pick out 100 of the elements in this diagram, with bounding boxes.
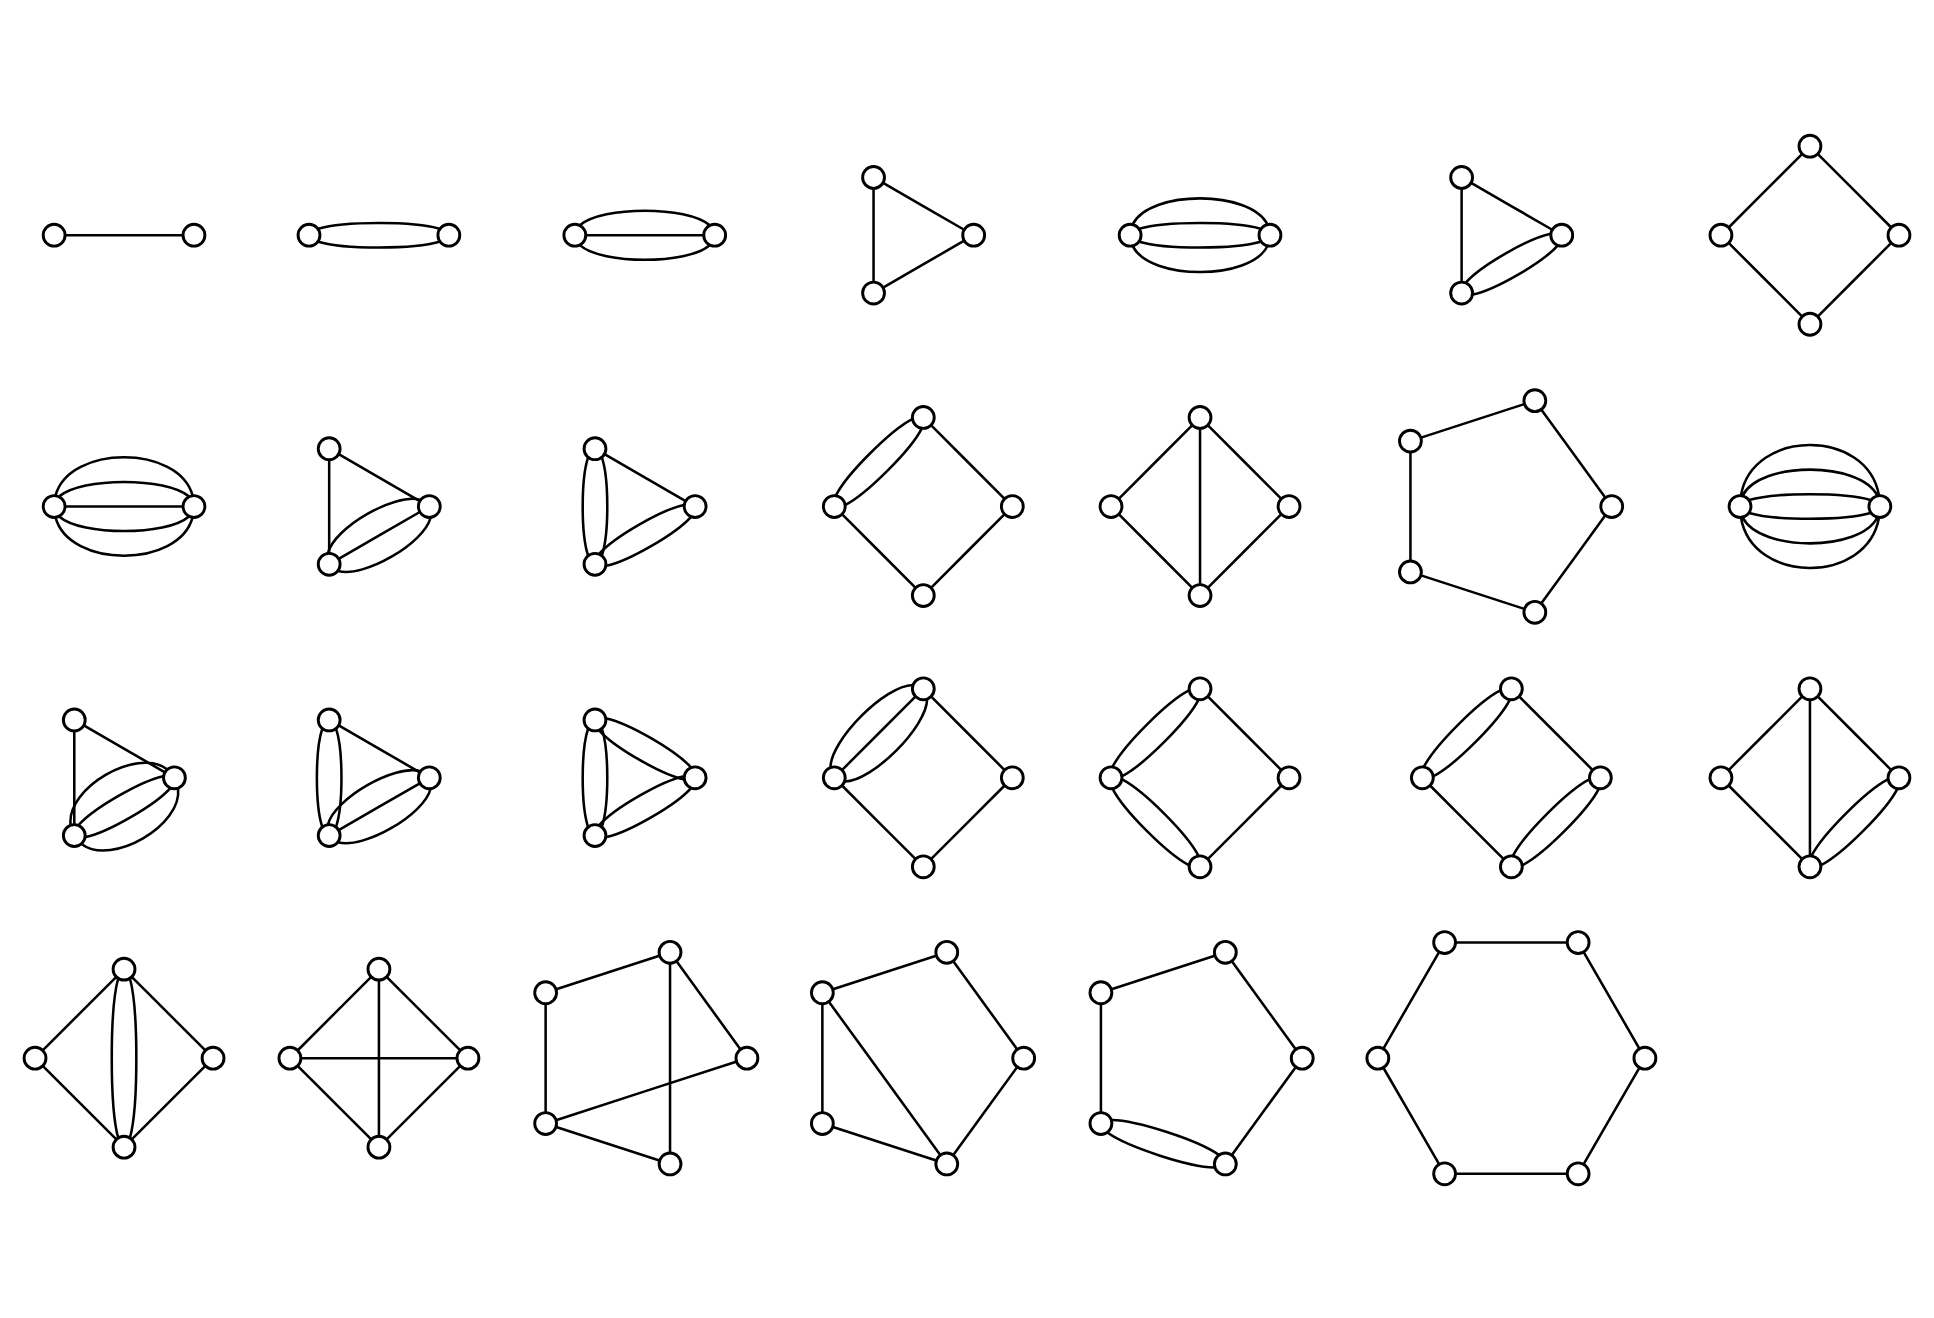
connector [598, 773, 685, 825]
connector [1118, 423, 1193, 499]
connector [1207, 423, 1282, 499]
node-circle [416, 764, 442, 790]
node-circle [910, 675, 936, 701]
node-circle [1499, 853, 1524, 879]
node-circle [934, 1150, 960, 1176]
connector [1472, 243, 1559, 295]
node-circle [455, 1044, 481, 1070]
node-circle [734, 1044, 760, 1070]
connector [555, 1059, 737, 1121]
node-circle [1522, 387, 1548, 413]
connector [326, 496, 421, 553]
connector [1728, 694, 1803, 770]
node-circle [1011, 1044, 1037, 1070]
node-circle [111, 1133, 137, 1159]
connector [42, 975, 117, 1050]
connector [1748, 491, 1871, 501]
node-circle [1276, 764, 1302, 790]
connector [675, 959, 742, 1049]
connector [317, 220, 440, 229]
connector [386, 1064, 461, 1139]
connector [579, 208, 711, 226]
connector [1739, 442, 1881, 495]
node-circle [1727, 493, 1753, 518]
connector [1111, 1117, 1220, 1155]
connector [1111, 688, 1190, 767]
node-circle [277, 1044, 303, 1070]
node-circle [1398, 427, 1423, 453]
connector [1455, 1171, 1567, 1175]
connector [69, 760, 168, 824]
connector [81, 787, 180, 851]
connector [544, 1002, 547, 1112]
connector [841, 512, 916, 588]
node-circle [61, 822, 87, 847]
connector [832, 953, 937, 990]
node-circle [1398, 558, 1423, 584]
connector [65, 232, 183, 236]
node-circle [1797, 675, 1823, 701]
connector [1582, 1066, 1641, 1164]
connector [930, 423, 1005, 499]
connector [1139, 220, 1261, 229]
connector [83, 723, 166, 773]
connector [1810, 777, 1889, 856]
node-circle [41, 221, 67, 247]
node-circle [1565, 929, 1591, 954]
connector [828, 1000, 942, 1155]
node-circle [682, 764, 708, 790]
node-circle [533, 979, 558, 1005]
connector [1727, 241, 1803, 316]
node-circle [200, 1044, 226, 1070]
connector [930, 512, 1006, 588]
connector [604, 452, 686, 501]
node-circle [416, 493, 442, 518]
connector [555, 953, 660, 990]
connector [600, 456, 609, 555]
connector [338, 781, 421, 830]
node-circle [162, 764, 187, 790]
connector [1741, 467, 1879, 496]
connector [296, 1064, 372, 1139]
connector [1429, 783, 1505, 859]
connector [1582, 950, 1641, 1048]
node-circle [910, 853, 936, 879]
node-circle [316, 550, 342, 576]
node-circle [1088, 979, 1114, 1005]
node-circle [181, 493, 207, 518]
connector [1727, 783, 1803, 859]
node-circle [810, 979, 835, 1005]
connector [1121, 698, 1200, 777]
node-circle [910, 582, 936, 607]
node-circle [1117, 221, 1143, 247]
connector [882, 238, 965, 288]
connector [1207, 783, 1282, 859]
connector [58, 479, 190, 497]
connector [1432, 698, 1511, 777]
node-circle [1867, 493, 1893, 518]
connector [1207, 512, 1282, 588]
connector [377, 979, 381, 1136]
connector [841, 694, 917, 770]
connector [952, 959, 1019, 1049]
node-circle [1410, 764, 1435, 790]
node-circle [582, 822, 608, 847]
connector [1409, 451, 1412, 560]
connector [1230, 1065, 1297, 1155]
connector [1422, 688, 1501, 767]
node-circle [1432, 1160, 1457, 1186]
connector [58, 514, 190, 532]
node-circle [316, 822, 342, 847]
connector [1207, 694, 1282, 770]
connector [337, 516, 432, 573]
connector [832, 1124, 937, 1161]
connector [1131, 244, 1269, 273]
connector [821, 1002, 824, 1112]
connector [1728, 152, 1803, 227]
node-circle [702, 221, 728, 247]
connector [606, 786, 692, 838]
node-circle [366, 955, 392, 981]
connector [1470, 181, 1553, 230]
connector [337, 787, 432, 844]
node-circle [296, 221, 322, 247]
